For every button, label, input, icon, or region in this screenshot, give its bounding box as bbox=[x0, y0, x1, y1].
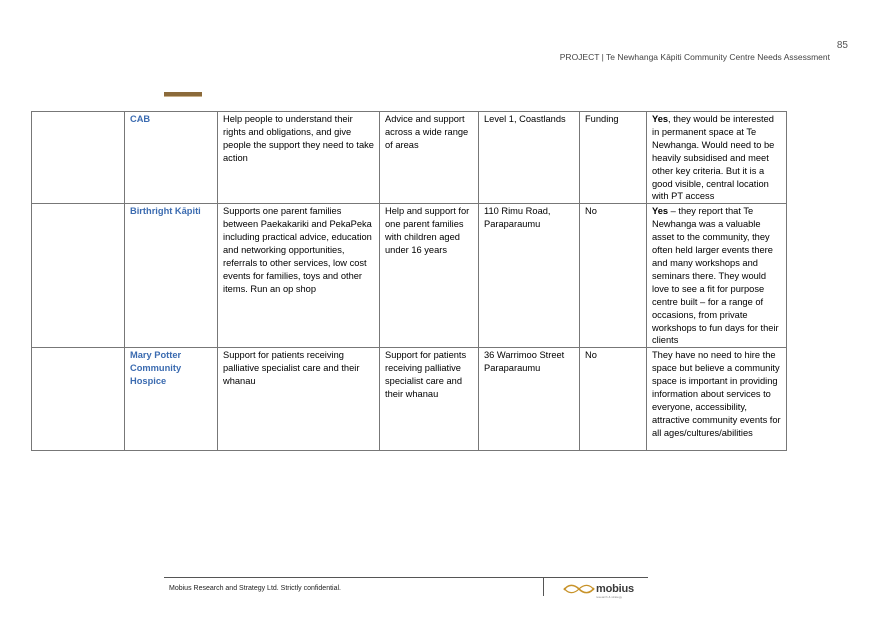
org-location: 110 Rimu Road, Paraparaumu bbox=[478, 203, 580, 349]
table-row: Birthright Kāpiti Supports one parent fa… bbox=[31, 203, 787, 349]
infinity-swirl-icon bbox=[563, 584, 595, 594]
org-location: Level 1, Coastlands bbox=[478, 110, 580, 205]
response-text: They have no need to hire the space but … bbox=[652, 350, 781, 438]
org-name: Mary Potter Community Hospice bbox=[124, 347, 218, 452]
org-services: Advice and support across a wide range o… bbox=[379, 110, 479, 205]
org-location: 36 Warrimoo Street Paraparaumu bbox=[478, 347, 580, 452]
org-response: They have no need to hire the space but … bbox=[646, 347, 787, 452]
page-number: 85 bbox=[836, 40, 848, 51]
org-funding: Funding bbox=[579, 110, 647, 205]
footer-divider bbox=[543, 577, 544, 596]
needs-assessment-table: CAB Help people to understand their righ… bbox=[31, 110, 787, 452]
blank-cell bbox=[31, 203, 125, 349]
org-response: Yes, they would be interested in permane… bbox=[646, 110, 787, 205]
org-funding: No bbox=[579, 203, 647, 349]
response-text: – they report that Te Newhanga was a val… bbox=[652, 206, 779, 346]
org-purpose: Support for patients receiving palliativ… bbox=[217, 347, 380, 452]
accent-bar bbox=[164, 92, 202, 97]
footer-confidential-text: Mobius Research and Strategy Ltd. Strict… bbox=[169, 585, 341, 592]
logo-wordmark: mobius bbox=[596, 583, 634, 595]
response-lead: Yes bbox=[652, 114, 669, 124]
response-lead: Yes bbox=[652, 206, 669, 217]
org-response: Yes – they report that Te Newhanga was a… bbox=[646, 203, 787, 349]
blank-cell bbox=[31, 347, 125, 452]
footer-rule bbox=[164, 577, 648, 578]
table-row: Mary Potter Community Hospice Support fo… bbox=[31, 347, 787, 452]
logo-tagline: research & strategy bbox=[596, 595, 623, 599]
org-name: Birthright Kāpiti bbox=[124, 203, 218, 349]
table-row: CAB Help people to understand their righ… bbox=[31, 110, 787, 205]
org-purpose: Help people to understand their rights a… bbox=[217, 110, 380, 205]
blank-cell bbox=[31, 110, 125, 205]
mobius-logo: mobius research & strategy bbox=[562, 581, 634, 599]
org-funding: No bbox=[579, 347, 647, 452]
org-purpose: Supports one parent families between Pae… bbox=[217, 203, 380, 349]
org-name: CAB bbox=[124, 110, 218, 205]
document-header-title: PROJECT | Te Newhanga Kāpiti Community C… bbox=[559, 52, 830, 62]
org-services: Support for patients receiving palliativ… bbox=[379, 347, 479, 452]
response-text: , they would be interested in permanent … bbox=[652, 114, 775, 202]
org-services: Help and support for one parent families… bbox=[379, 203, 479, 349]
